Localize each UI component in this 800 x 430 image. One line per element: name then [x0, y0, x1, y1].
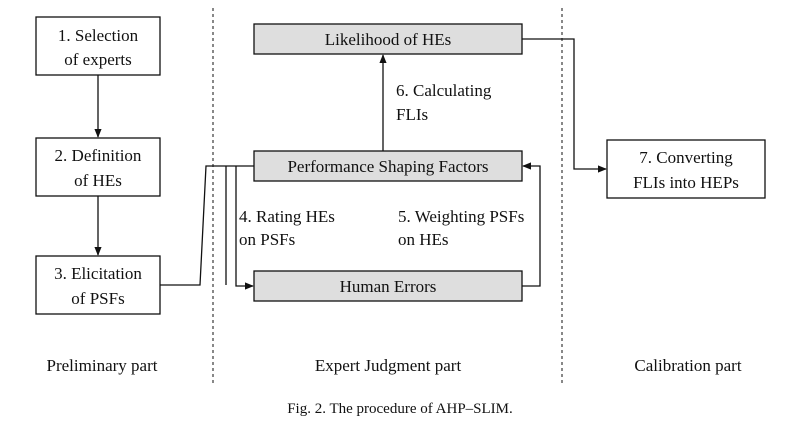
- box-definition-line2: of HEs: [74, 171, 122, 190]
- part-label-preliminary: Preliminary part: [47, 356, 158, 375]
- box-selection-line1: 1. Selection: [58, 26, 139, 45]
- part-label-calibration: Calibration part: [634, 356, 741, 375]
- part-label-expert-judgment: Expert Judgment part: [315, 356, 462, 375]
- box-likelihood-label: Likelihood of HEs: [325, 30, 452, 49]
- box-converting-line1: 7. Converting: [639, 148, 733, 167]
- box-converting-flis: 7. Converting FLIs into HEPs: [606, 139, 766, 199]
- label-rating-line1: 4. Rating HEs: [239, 207, 335, 226]
- box-selection-line2: of experts: [64, 50, 132, 69]
- box-human-errors: Human Errors: [253, 270, 523, 302]
- box-definition-of-hes: 2. Definition of HEs: [35, 137, 161, 197]
- figure-caption: Fig. 2. The procedure of AHP–SLIM.: [287, 401, 513, 417]
- box-elicitation-line1: 3. Elicitation: [54, 264, 142, 283]
- arrow-psf-to-human-errors: [235, 166, 254, 290]
- arrow-likelihood-to-converting: [522, 38, 607, 173]
- box-converting-line2: FLIs into HEPs: [633, 173, 739, 192]
- box-elicitation-of-psfs: 3. Elicitation of PSFs: [35, 255, 161, 315]
- connector-elicitation-to-psf: [160, 165, 254, 286]
- box-elicitation-line2: of PSFs: [71, 289, 124, 308]
- label-calculating-line2: FLIs: [396, 105, 428, 124]
- box-definition-line1: 2. Definition: [55, 146, 142, 165]
- label-weighting-line1: 5. Weighting PSFs: [398, 207, 524, 226]
- box-psf-label: Performance Shaping Factors: [287, 157, 488, 176]
- label-rating-line2: on PSFs: [239, 230, 295, 249]
- box-selection-of-experts: 1. Selection of experts: [35, 16, 161, 76]
- label-calculating-line1: 6. Calculating: [396, 81, 492, 100]
- box-performance-shaping-factors: Performance Shaping Factors: [253, 150, 523, 182]
- box-human-errors-label: Human Errors: [340, 277, 437, 296]
- box-likelihood-of-hes: Likelihood of HEs: [253, 23, 523, 55]
- label-weighting-line2: on HEs: [398, 230, 449, 249]
- arrow-human-errors-to-psf: [522, 162, 541, 287]
